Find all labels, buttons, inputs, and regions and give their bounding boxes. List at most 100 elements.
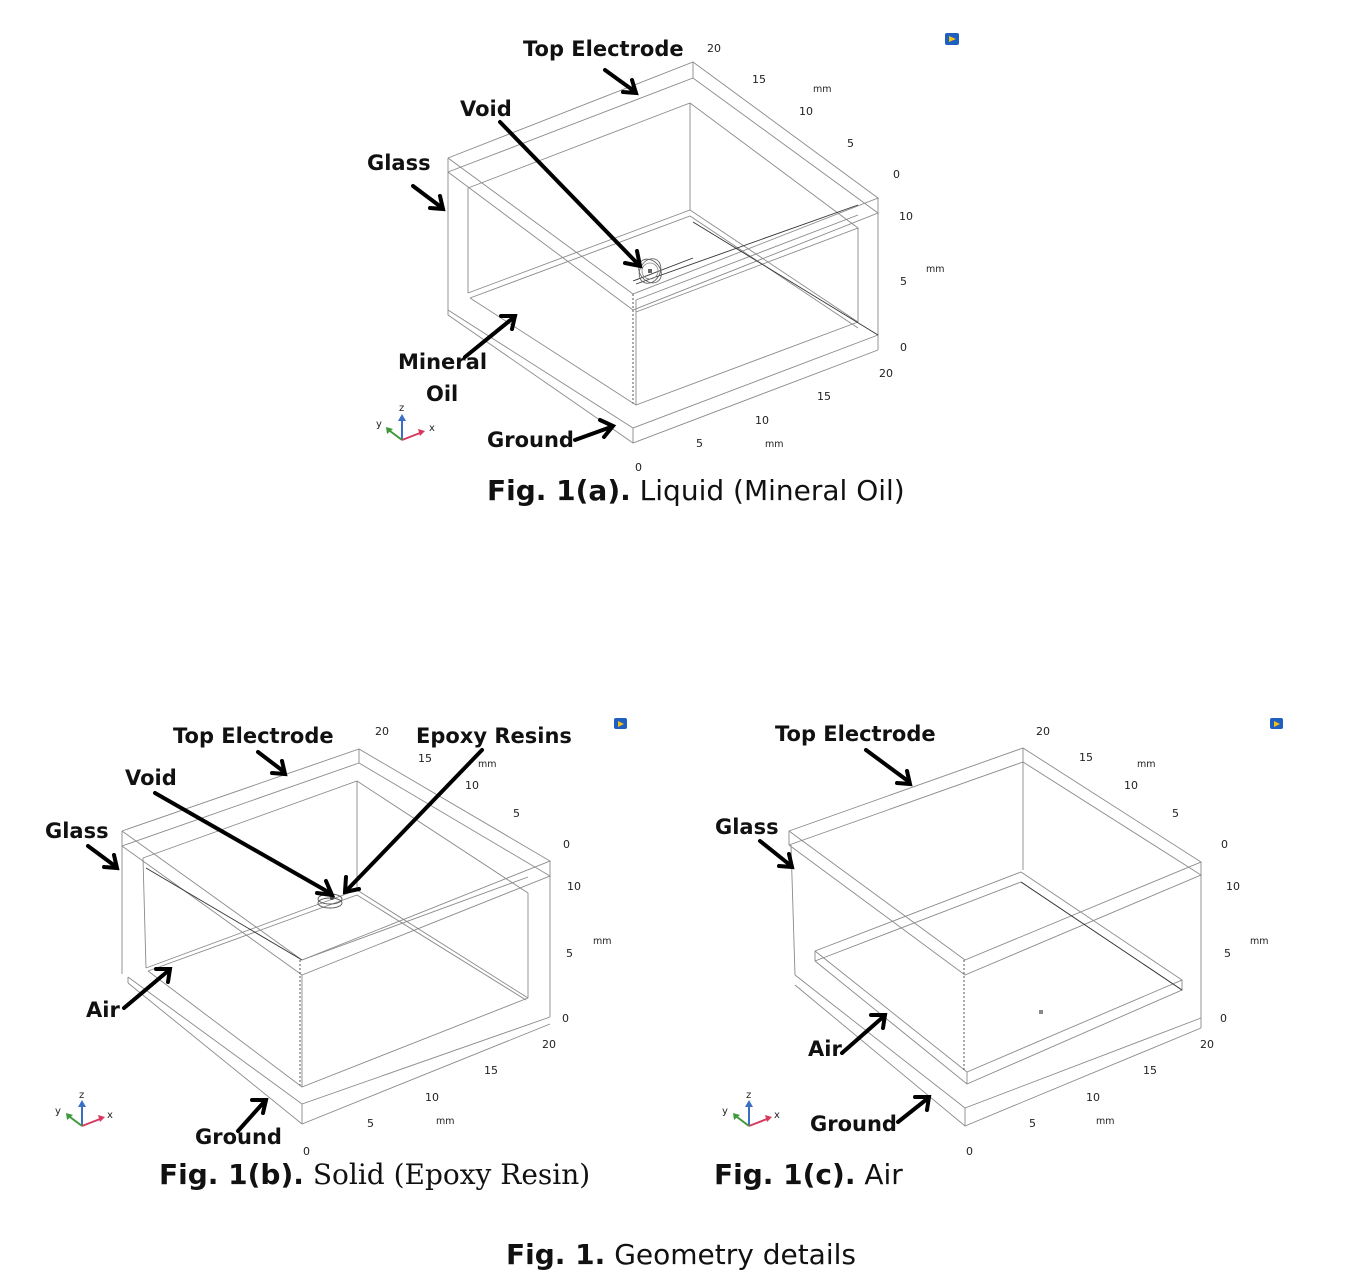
- tick-c-x-10: 10: [1086, 1091, 1100, 1104]
- tick-c-x-0: 0: [966, 1145, 973, 1158]
- triad-x: x: [429, 423, 435, 434]
- tick-x-0: 0: [635, 461, 642, 474]
- figure-title-prefix: Fig. 1.: [506, 1238, 606, 1271]
- unit-b-mm-z: mm: [593, 936, 612, 947]
- label-b-air: Air: [86, 998, 120, 1022]
- tick-x-5: 5: [696, 437, 703, 450]
- caption-b-prefix: Fig. 1(b).: [159, 1158, 304, 1191]
- label-c-glass: Glass: [715, 815, 779, 839]
- tick-b-y-15: 15: [418, 752, 432, 765]
- unit-mm-x: mm: [765, 439, 784, 450]
- tick-y-20: 20: [707, 42, 721, 55]
- unit-mm-y: mm: [813, 84, 832, 95]
- tick-c-y-20: 20: [1036, 725, 1050, 738]
- caption-a: Fig. 1(a). Liquid (Mineral Oil): [487, 474, 905, 507]
- label-medium-line1: Mineral: [398, 350, 487, 374]
- triad-c-x: x: [774, 1110, 780, 1121]
- panel-a-arrows: [411, 68, 643, 442]
- tick-b-y-0: 0: [563, 838, 570, 851]
- tick-c-x-20: 20: [1200, 1038, 1214, 1051]
- label-void: Void: [460, 97, 512, 121]
- label-b-epoxy: Epoxy Resins: [416, 724, 572, 748]
- unit-b-mm-y: mm: [478, 759, 497, 770]
- triad-c-z: z: [746, 1090, 751, 1101]
- label-b-top-electrode: Top Electrode: [173, 724, 334, 748]
- tick-y-0: 0: [893, 168, 900, 181]
- tick-c-z-5: 5: [1224, 947, 1231, 960]
- unit-c-mm-z: mm: [1250, 936, 1269, 947]
- tick-x-10: 10: [755, 414, 769, 427]
- tick-b-z-5: 5: [566, 947, 573, 960]
- caption-a-text: Liquid (Mineral Oil): [639, 474, 905, 507]
- unit-mm-z: mm: [926, 264, 945, 275]
- label-c-air: Air: [808, 1037, 842, 1061]
- tick-z-5: 5: [900, 275, 907, 288]
- label-glass: Glass: [367, 151, 431, 175]
- panel-b-arrows: [86, 748, 484, 1133]
- label-c-ground: Ground: [810, 1112, 897, 1136]
- panel-a-wireframe: [447, 61, 879, 444]
- caption-c-text: Air: [864, 1158, 903, 1191]
- tick-b-x-0: 0: [303, 1145, 310, 1158]
- unit-c-mm-y: mm: [1137, 759, 1156, 770]
- tick-b-x-15: 15: [484, 1064, 498, 1077]
- unit-b-mm-x: mm: [436, 1116, 455, 1127]
- label-medium-line2: Oil: [426, 382, 458, 406]
- axis-triad-a: z x y: [376, 403, 435, 441]
- tick-z-10: 10: [899, 210, 913, 223]
- tick-b-y-10: 10: [465, 779, 479, 792]
- tick-b-z-10: 10: [567, 880, 581, 893]
- tick-c-y-15: 15: [1079, 751, 1093, 764]
- tick-b-z-0: 0: [562, 1012, 569, 1025]
- triad-c-y: y: [722, 1106, 728, 1117]
- tick-b-x-20: 20: [542, 1038, 556, 1051]
- label-top-electrode: Top Electrode: [523, 37, 684, 61]
- label-c-top-electrode: Top Electrode: [775, 722, 936, 746]
- caption-c-prefix: Fig. 1(c).: [714, 1158, 856, 1191]
- caption-c: Fig. 1(c). Air: [714, 1158, 903, 1191]
- tick-y-10: 10: [799, 105, 813, 118]
- tick-c-x-5: 5: [1029, 1117, 1036, 1130]
- tick-y-15: 15: [752, 73, 766, 86]
- figure-title-text: Geometry details: [614, 1238, 856, 1271]
- comsol-logo-icon-c: [1270, 718, 1283, 729]
- label-ground: Ground: [487, 428, 574, 452]
- triad-z: z: [399, 403, 404, 414]
- tick-x-15: 15: [817, 390, 831, 403]
- tick-c-z-10: 10: [1226, 880, 1240, 893]
- tick-c-x-15: 15: [1143, 1064, 1157, 1077]
- triad-y: y: [376, 419, 382, 430]
- tick-c-y-0: 0: [1221, 838, 1228, 851]
- tick-y-5: 5: [847, 137, 854, 150]
- label-b-ground: Ground: [195, 1125, 282, 1149]
- void-marker: [638, 258, 662, 284]
- unit-c-mm-x: mm: [1096, 1116, 1115, 1127]
- tick-z-0: 0: [900, 341, 907, 354]
- axis-triad-c: z x y: [722, 1090, 780, 1127]
- tick-b-y-20: 20: [375, 725, 389, 738]
- tick-c-y-10: 10: [1124, 779, 1138, 792]
- comsol-logo-icon-b: [614, 718, 627, 729]
- caption-b-text: Solid (Epoxy Resin): [312, 1158, 591, 1191]
- tick-b-x-5: 5: [367, 1117, 374, 1130]
- caption-a-prefix: Fig. 1(a).: [487, 474, 631, 507]
- triad-b-y: y: [55, 1106, 61, 1117]
- axis-triad-b: z x y: [55, 1090, 113, 1127]
- panel-b-wireframe: [121, 748, 552, 1125]
- label-b-void: Void: [125, 766, 177, 790]
- triad-b-z: z: [79, 1090, 84, 1101]
- triad-b-x: x: [107, 1110, 113, 1121]
- panel-a-diagram: 20 15 mm 10 5 0 10 mm 5 0 20 15 10 mm 5 …: [367, 33, 959, 474]
- panel-c-arrows: [758, 748, 932, 1124]
- tick-b-y-5: 5: [513, 807, 520, 820]
- panel-c-wireframe: [788, 747, 1202, 1127]
- void-marker-b: [317, 893, 343, 909]
- caption-b: Fig. 1(b). Solid (Epoxy Resin): [159, 1158, 590, 1191]
- label-b-glass: Glass: [45, 819, 109, 843]
- figure-title: Fig. 1. Geometry details: [506, 1238, 856, 1271]
- tick-x-20: 20: [879, 367, 893, 380]
- tick-c-z-0: 0: [1220, 1012, 1227, 1025]
- tick-b-x-10: 10: [425, 1091, 439, 1104]
- tick-c-y-5: 5: [1172, 807, 1179, 820]
- comsol-logo-icon: [945, 33, 959, 45]
